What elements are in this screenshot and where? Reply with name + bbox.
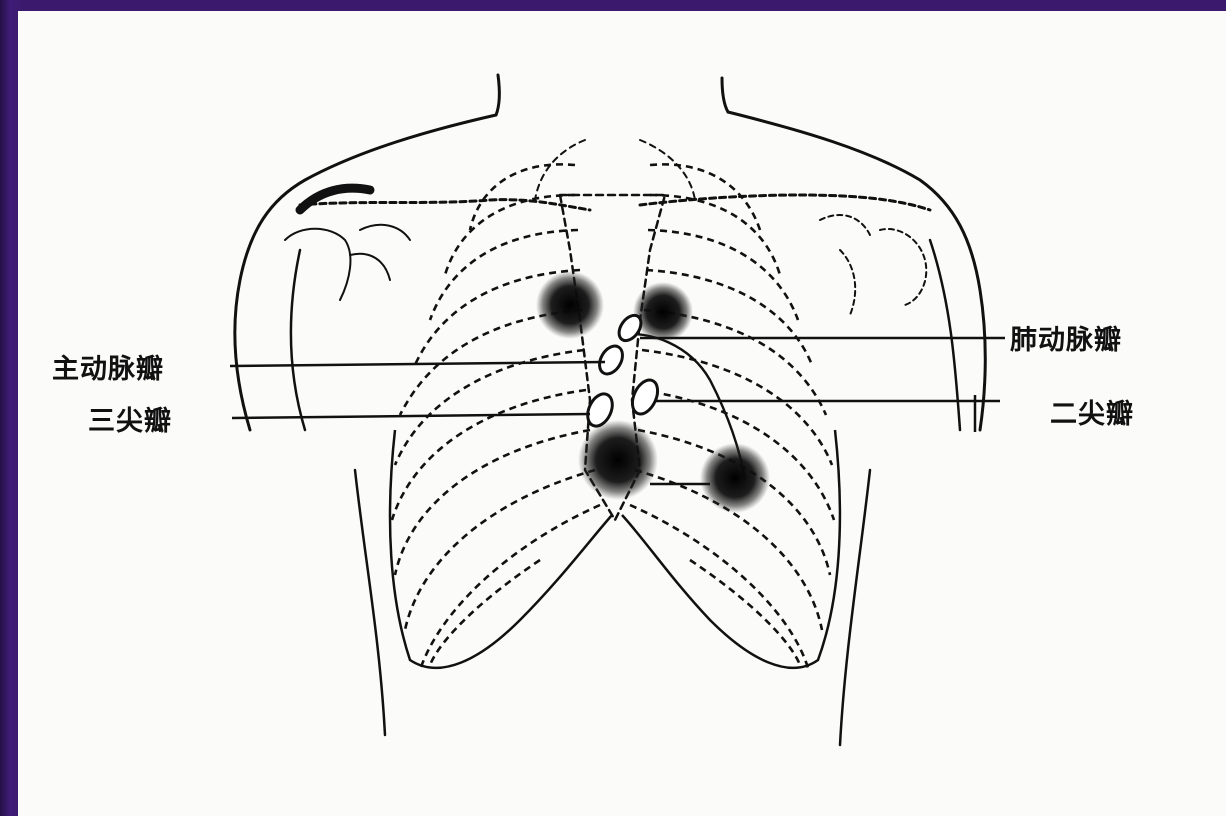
tricuspid-area-blot	[578, 420, 658, 500]
pulmonary-area-blot	[536, 271, 604, 339]
neck-outline-right	[722, 78, 728, 112]
aortic-area-blot	[633, 282, 693, 342]
arm-left	[291, 250, 305, 430]
aortic-valve-oval	[595, 342, 627, 378]
label-pulmonary-valve: 肺动脉瓣	[1010, 318, 1122, 357]
torso-outline-right	[728, 112, 985, 430]
ribs-right	[630, 164, 834, 668]
ribs-left	[392, 164, 600, 670]
label-tricuspid-valve: 三尖瓣	[88, 399, 172, 438]
neck-outline-left	[496, 75, 499, 115]
flank-right	[840, 470, 870, 745]
leader-line-tricuspid	[232, 414, 590, 418]
label-mitral-valve: 二尖瓣	[1050, 392, 1134, 431]
clavicle-left	[300, 200, 590, 210]
mitral-area-blot	[700, 443, 770, 513]
flank-left	[355, 470, 385, 735]
label-aortic-valve: 主动脉瓣	[52, 347, 164, 386]
torso-outline-left	[235, 115, 496, 430]
clavicle-right	[640, 195, 930, 210]
shoulder-blot-left	[300, 188, 370, 210]
